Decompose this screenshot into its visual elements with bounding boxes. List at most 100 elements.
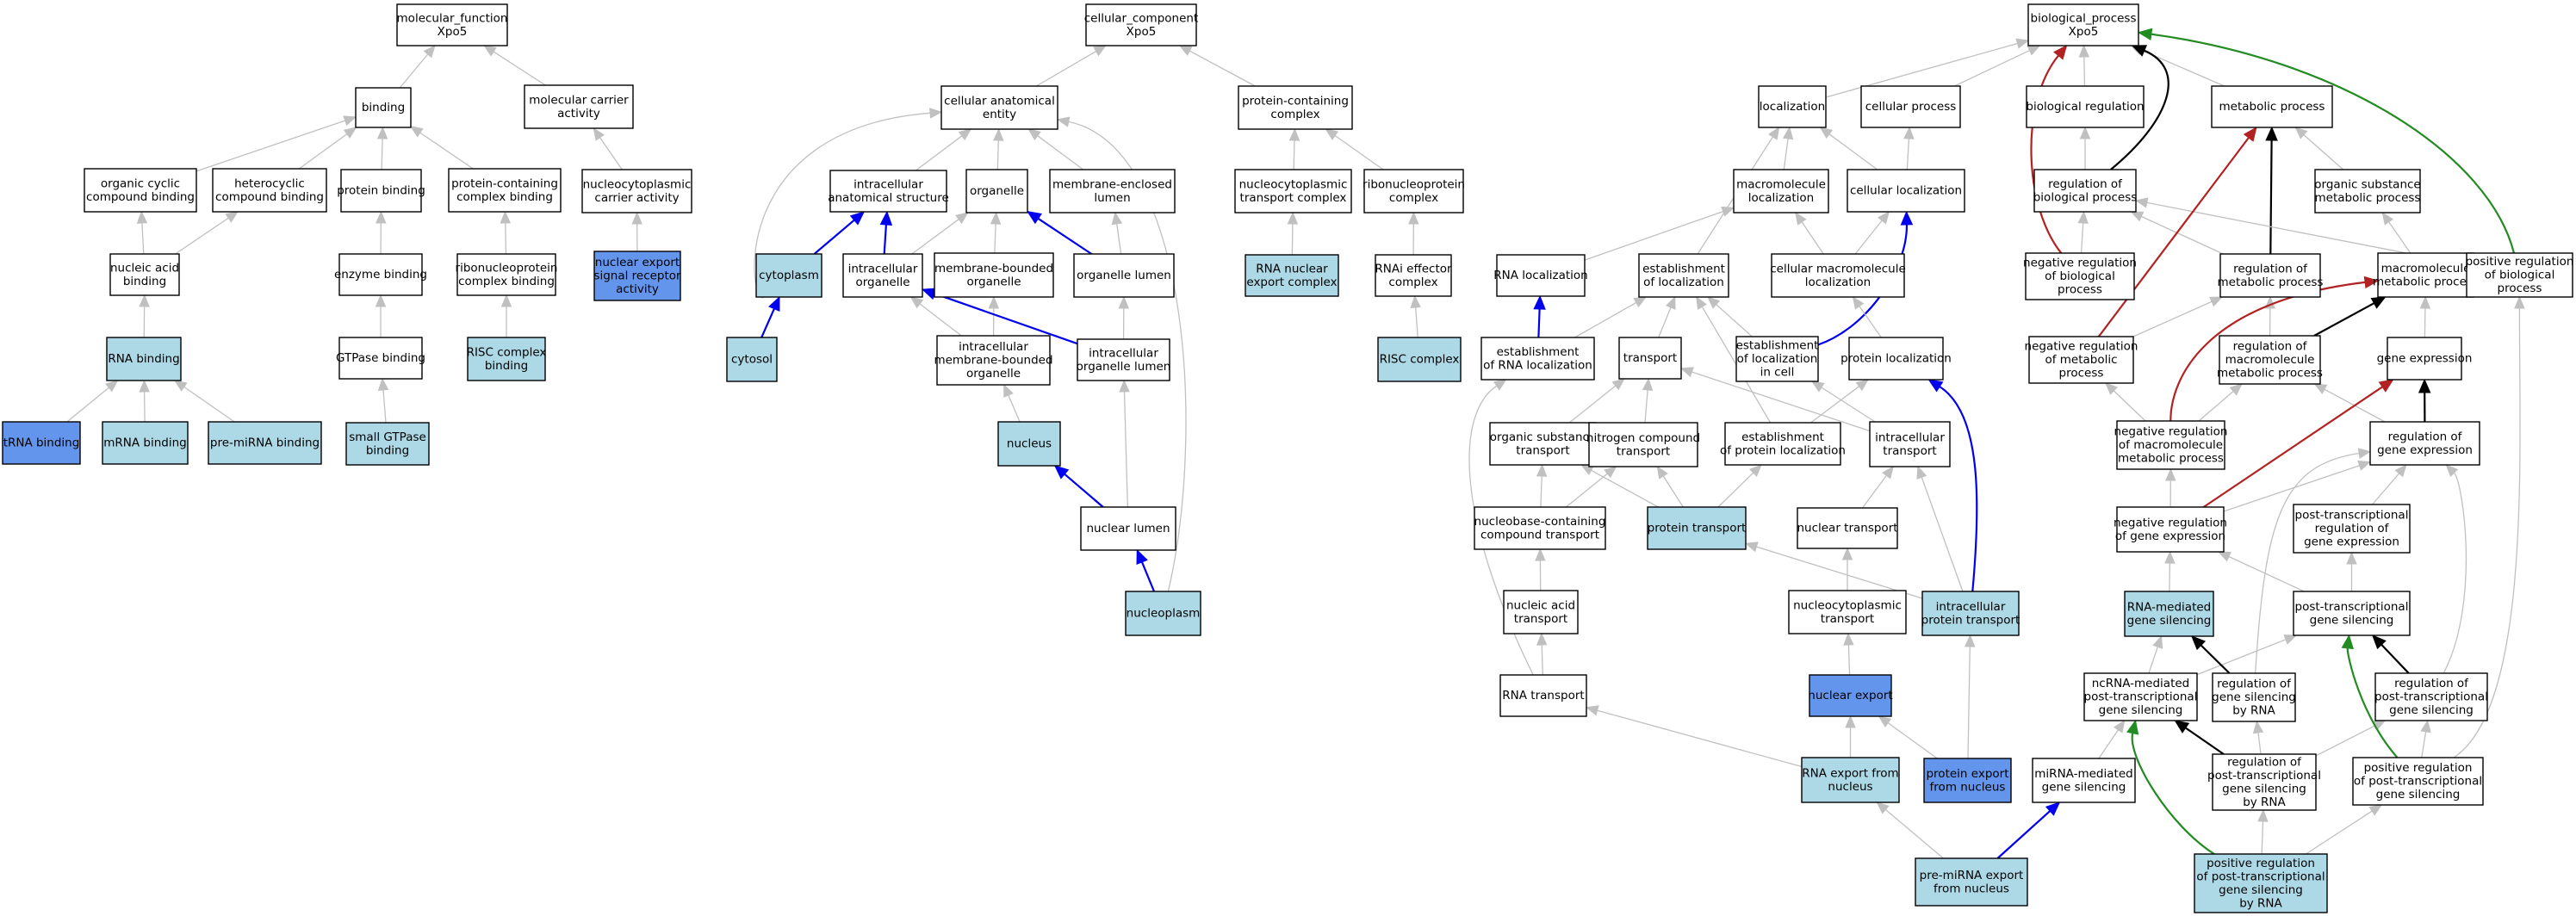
go-term-np[interactable]: nucleoplasm xyxy=(1125,591,1201,636)
go-term-ne[interactable]: nuclear export xyxy=(1808,674,1893,717)
go-term-cl[interactable]: cellular localization xyxy=(1847,169,1965,213)
go-term-ploc[interactable]: protein localization xyxy=(1840,337,1952,381)
go-term-pb[interactable]: protein binding xyxy=(337,169,425,213)
edge-arrowhead xyxy=(1136,548,1148,566)
edge-line xyxy=(994,223,996,254)
go-term-mrnab[interactable]: mRNA binding xyxy=(102,421,189,465)
go-term-label-line: gene silencing xyxy=(2222,782,2306,795)
go-term-gtpb[interactable]: GTPase binding xyxy=(336,337,425,380)
go-term-rnat[interactable]: RNA transport xyxy=(1499,674,1587,717)
go-term-trans[interactable]: transport xyxy=(1618,337,1682,380)
go-term-rnaloc[interactable]: RNA localization xyxy=(1493,254,1588,297)
go-term-cytosol[interactable]: cytosol xyxy=(726,337,778,382)
edge-line xyxy=(916,135,963,171)
go-term-cp[interactable]: cellular process xyxy=(1860,85,1961,128)
go-term-cyto[interactable]: cytoplasm xyxy=(755,253,822,298)
go-term-ol[interactable]: organelle lumen xyxy=(1073,253,1175,298)
go-term-binding[interactable]: binding xyxy=(355,87,412,128)
edge-arrowhead xyxy=(1178,45,1193,56)
go-term-nt[interactable]: nuclear transport xyxy=(1797,507,1898,549)
go-term-loc[interactable]: localization xyxy=(1758,85,1827,128)
edge-penuc-to-ne xyxy=(1878,715,1938,759)
go-term-rnab[interactable]: RNA binding xyxy=(106,337,182,381)
go-term-label-line: process xyxy=(2059,367,2104,381)
go-term-riscc[interactable]: RISC complex xyxy=(1377,337,1462,382)
edge-rnaiec-to-rnpc xyxy=(1408,211,1419,256)
go-term-pmirb[interactable]: pre-miRNA binding xyxy=(208,421,322,465)
go-term-br[interactable]: biological regulation xyxy=(2026,85,2145,128)
go-term-mp[interactable]: metabolic process xyxy=(2211,85,2333,128)
go-term-ge[interactable]: gene expression xyxy=(2377,337,2473,381)
go-term-trnab[interactable]: tRNA binding xyxy=(2,421,81,465)
go-term-pt[interactable]: protein transport xyxy=(1647,506,1747,550)
go-term-nucleus[interactable]: nucleus xyxy=(997,421,1061,467)
go-term-eb[interactable]: enzyme binding xyxy=(334,253,427,296)
go-term-org[interactable]: organelle xyxy=(965,169,1028,214)
go-term-nl[interactable]: nuclear lumen xyxy=(1080,506,1176,551)
edge-line xyxy=(1123,391,1128,508)
